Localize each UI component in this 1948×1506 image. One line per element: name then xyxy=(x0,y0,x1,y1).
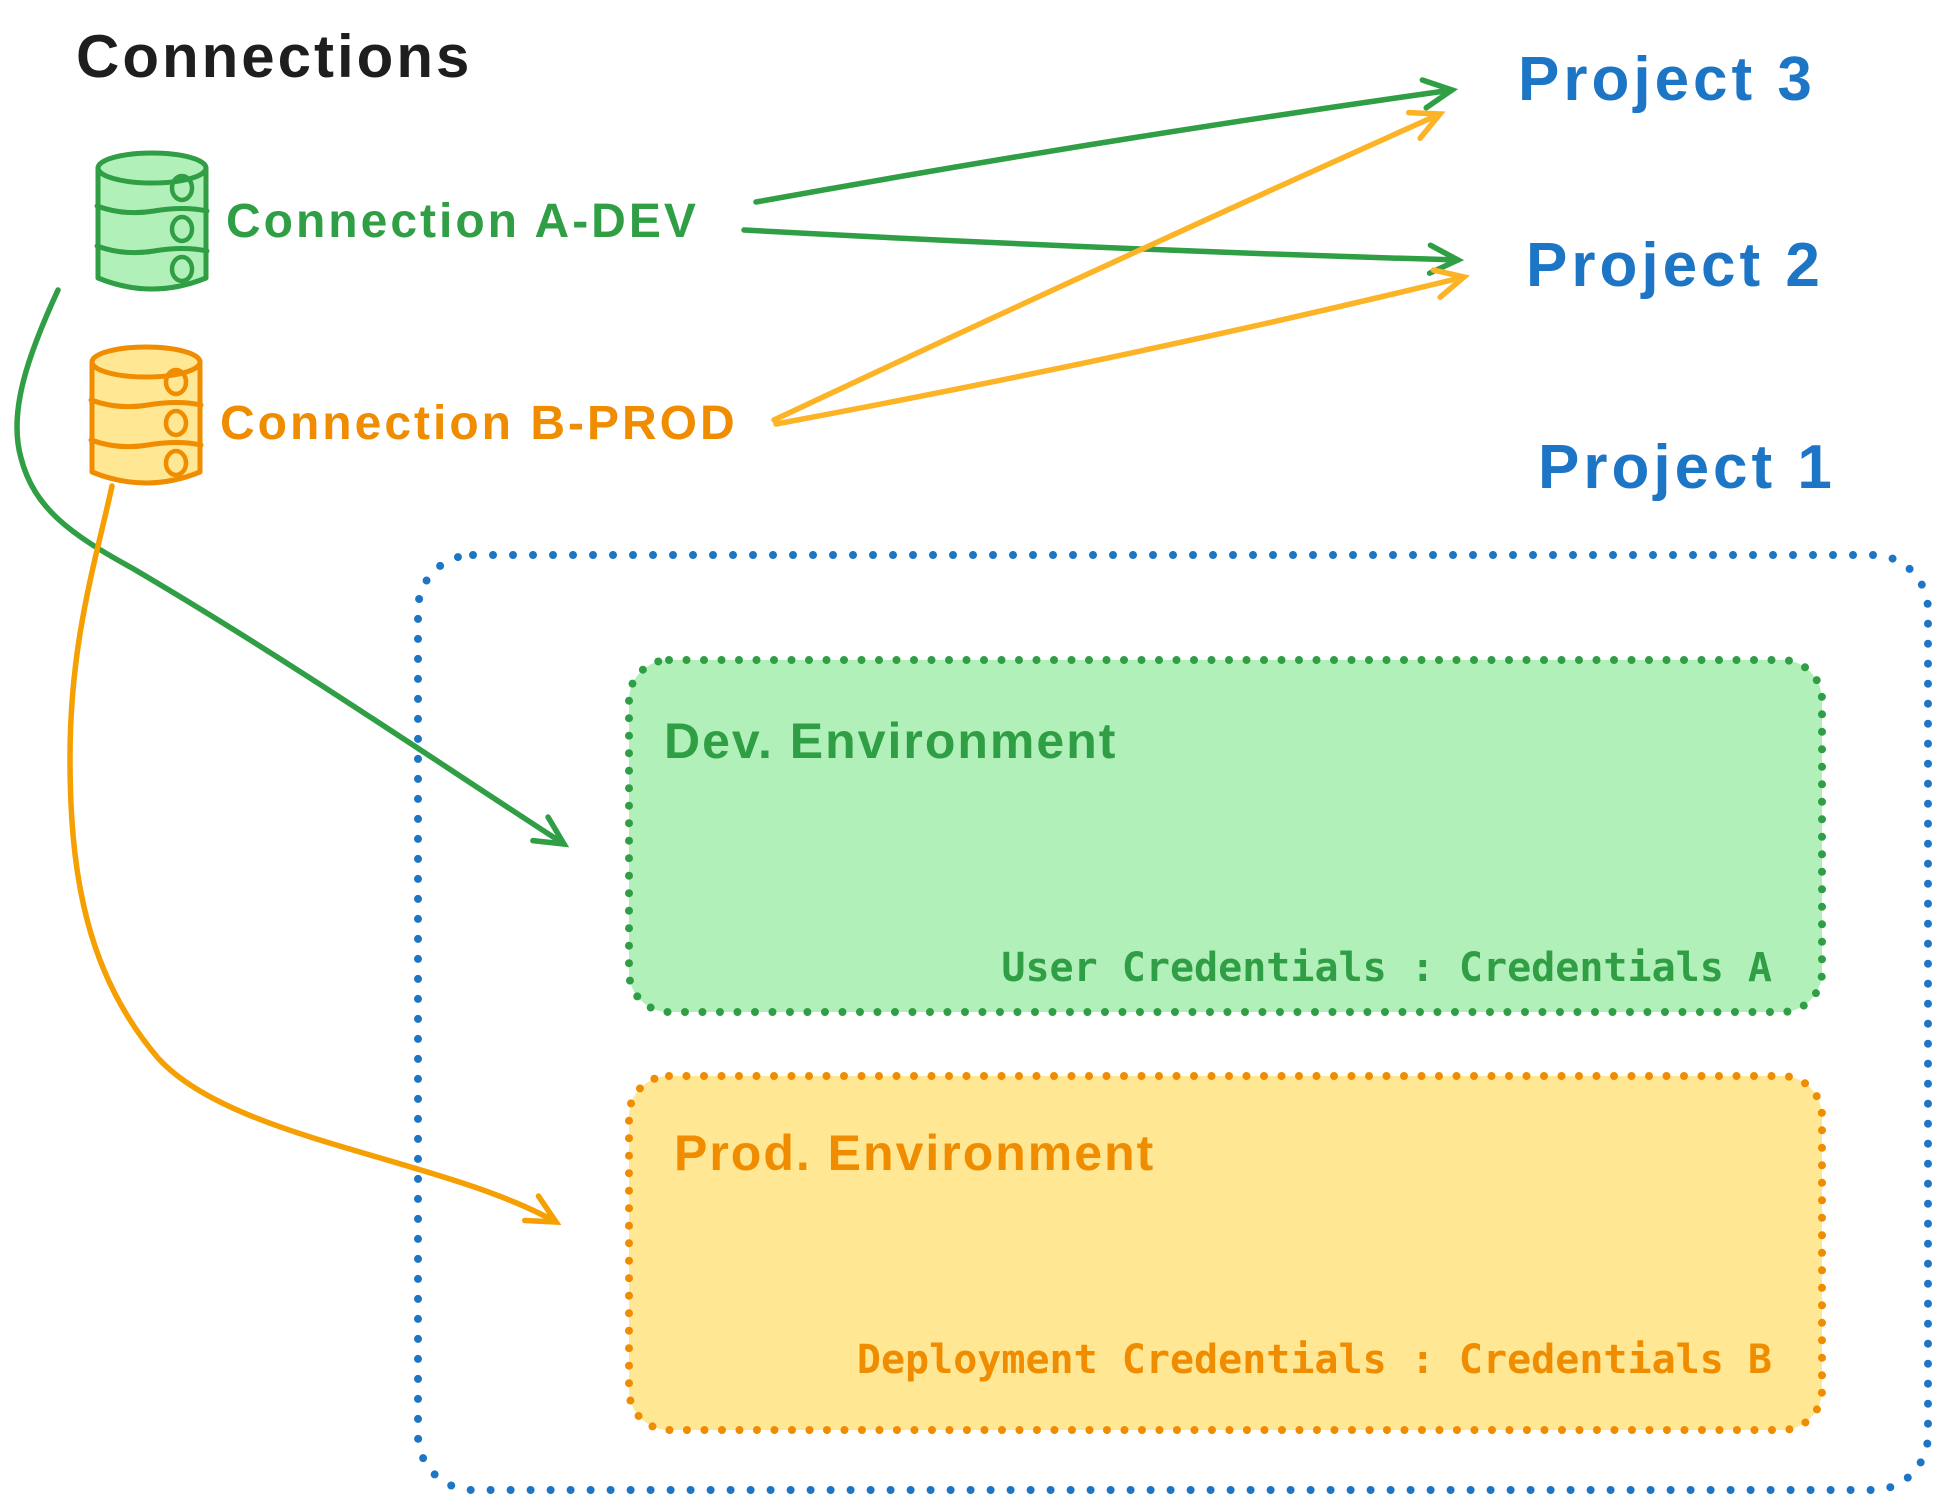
project-1-boundary xyxy=(414,551,1932,1494)
database-icon-prod xyxy=(88,344,204,486)
project-2-label: Project 2 xyxy=(1526,231,1824,300)
arrow-a-dev-to-project-2 xyxy=(741,227,1465,276)
dev-environment-credentials-text: User Credentials : Credentials A xyxy=(1001,945,1772,991)
arrow-b-prod-to-prod-environment xyxy=(67,483,562,1226)
diagram-title: Connections xyxy=(76,23,473,90)
arrow-a-dev-to-dev-environment xyxy=(14,287,570,848)
arrow-a-dev-to-project-3 xyxy=(753,77,1459,205)
prod-environment-credentials-text: Deployment Credentials : Credentials B xyxy=(856,1337,1772,1383)
prod-environment-box xyxy=(625,1072,1826,1434)
dev-environment-box xyxy=(625,656,1826,1016)
dev-environment-title: Dev. Environment xyxy=(664,713,1118,769)
arrow-b-prod-to-project-2 xyxy=(773,267,1470,427)
prod-environment-title: Prod. Environment xyxy=(674,1125,1156,1181)
connection-b-prod-label: Connection B-PROD xyxy=(220,397,738,450)
database-icon-dev xyxy=(94,150,210,292)
connection-a-dev-label: Connection A-DEV xyxy=(226,195,699,248)
project-1-label: Project 1 xyxy=(1538,433,1836,502)
project-3-label: Project 3 xyxy=(1518,45,1816,114)
arrow-b-prod-to-project-3 xyxy=(771,109,1446,423)
